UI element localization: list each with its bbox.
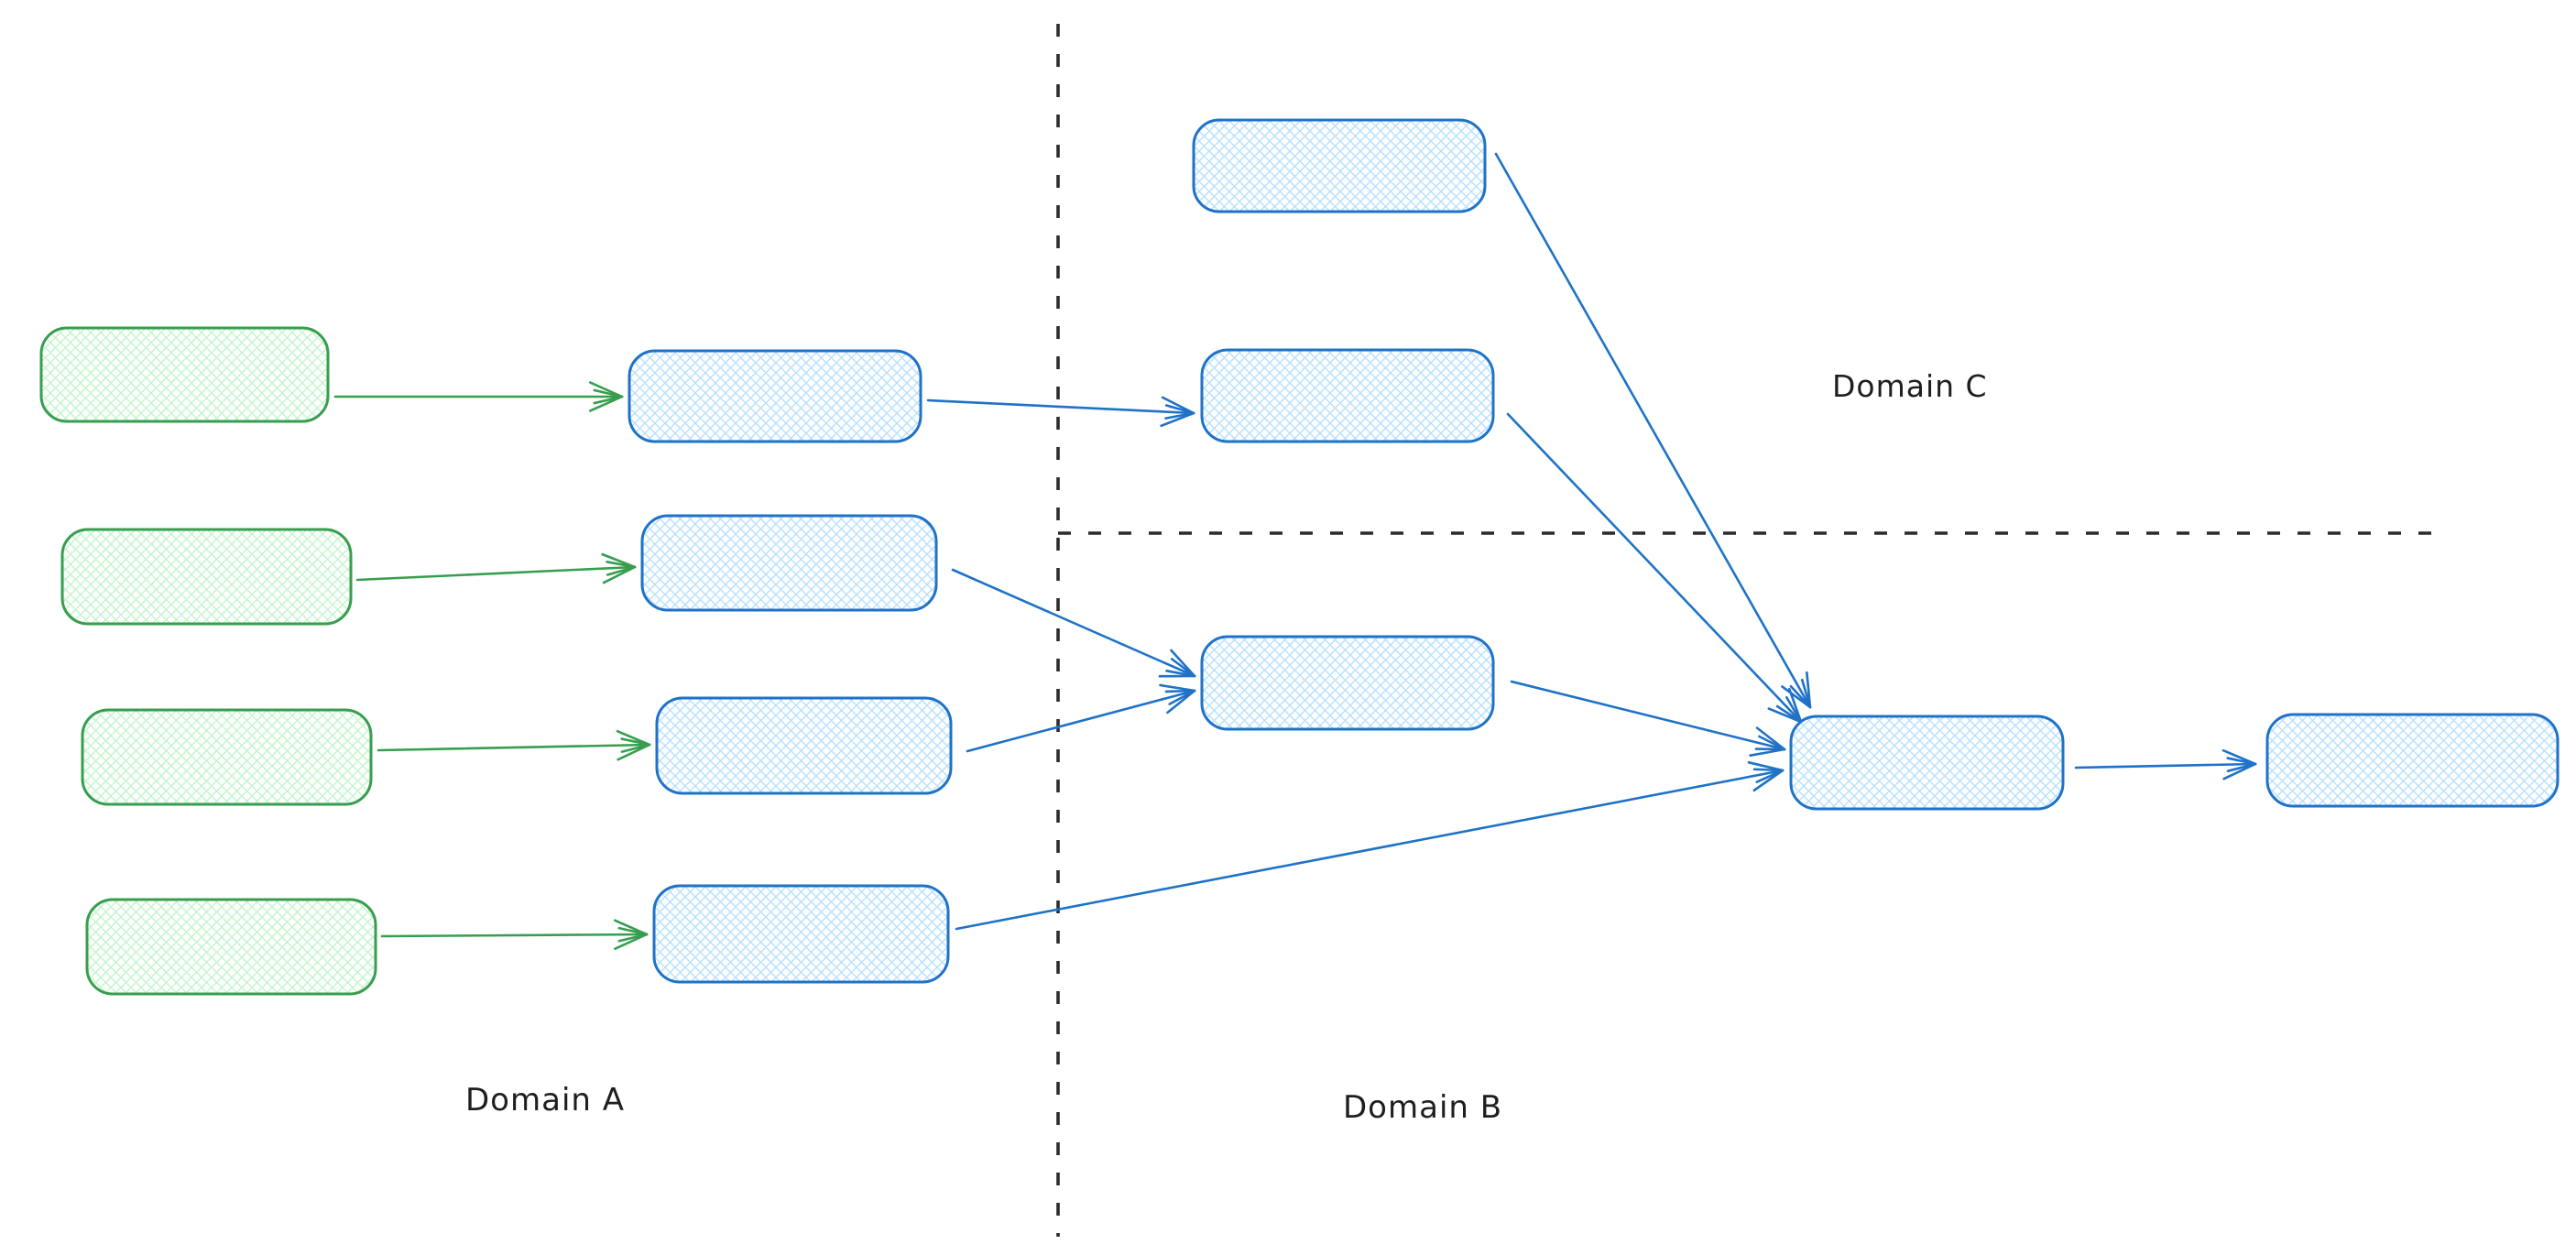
nodes-layer bbox=[39, 118, 2560, 996]
domain-a-node-1 bbox=[628, 349, 922, 443]
domain-a-node-2 bbox=[640, 514, 938, 612]
edge-node3-bnode1-arrow bbox=[966, 683, 1196, 753]
domain-b-node-1 bbox=[1200, 635, 1495, 731]
domain-b-merge-node bbox=[1789, 715, 2065, 811]
domain-c-node-1 bbox=[1192, 118, 1487, 213]
edge-source1-node1-arrow bbox=[333, 381, 624, 412]
domain-a-source-4 bbox=[85, 898, 377, 996]
edge-source3-node3-arrow bbox=[377, 729, 651, 761]
domain-a-source-2 bbox=[60, 528, 353, 626]
dividers-layer bbox=[1056, 24, 2446, 1237]
edge-cnode1-merge-arrow bbox=[1494, 152, 1812, 709]
edge-cnode2-merge-arrow bbox=[1506, 412, 1803, 724]
labels-layer: Domain A Domain B Domain C bbox=[465, 368, 1988, 1126]
domain-a-node-4 bbox=[652, 884, 950, 984]
domain-a-node-3 bbox=[655, 696, 953, 795]
edge-node2-bnode1-arrow bbox=[951, 568, 1196, 678]
domain-a-source-3 bbox=[81, 708, 373, 806]
edges-layer bbox=[333, 152, 2257, 951]
edge-source2-node2-arrow bbox=[355, 552, 637, 584]
domain-b-label: Domain B bbox=[1343, 1089, 1502, 1126]
domain-c-label: Domain C bbox=[1832, 368, 1988, 404]
edge-source4-node4-arrow bbox=[380, 919, 649, 951]
domain-b-output-node bbox=[2265, 713, 2560, 808]
edge-bnode1-merge-arrow bbox=[1510, 680, 1786, 757]
domain-a-label: Domain A bbox=[465, 1082, 625, 1119]
edge-merge-output-arrow bbox=[2074, 748, 2257, 780]
edge-node1-cnode2-arrow bbox=[926, 396, 1195, 428]
edge-node4-merge-arrow bbox=[955, 761, 1785, 931]
domain-a-source-1 bbox=[39, 326, 330, 423]
domain-c-node-2 bbox=[1200, 348, 1495, 443]
